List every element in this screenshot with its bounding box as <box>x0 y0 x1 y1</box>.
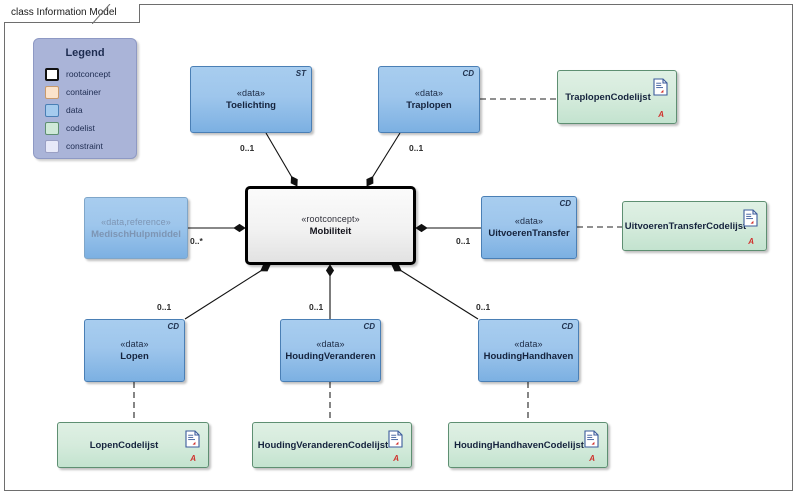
legend-swatch-codelist <box>45 122 59 135</box>
multiplicity-label-m-traplopen: 0..1 <box>409 143 424 153</box>
node-name: Traplopen <box>406 100 452 111</box>
node-name: MedischHulpmiddel <box>91 228 181 240</box>
legend-swatch-constraint <box>45 140 59 153</box>
node-stereotype: «rootconcept» <box>301 214 360 224</box>
document-icon <box>584 430 599 448</box>
node-stereotype: «data» <box>514 216 544 226</box>
legend-item-container: container <box>45 84 136 101</box>
multiplicity-label-m-lopen: 0..1 <box>157 302 172 312</box>
frame-tab-corner-icon <box>92 4 111 24</box>
node-name: Lopen <box>120 351 149 362</box>
node-name: HoudingVeranderenCodelijst <box>257 439 389 451</box>
multiplicity-label-m-houdinghandhaven: 0..1 <box>476 302 491 312</box>
node-name: UitvoerenTransfer <box>488 228 570 239</box>
abstract-marker-icon: A <box>589 454 595 463</box>
class-node-houdingveranderen[interactable]: CD «data» HoudingVeranderen <box>280 319 381 382</box>
node-name: HoudingVeranderen <box>285 351 376 362</box>
diagram-frame-tab: class Information Model <box>4 4 140 23</box>
legend-item-constraint: constraint <box>45 138 136 155</box>
document-icon <box>185 430 200 448</box>
node-corner-tag: CD <box>462 69 474 78</box>
legend-item-codelist: codelist <box>45 120 136 137</box>
node-name: Toelichting <box>226 100 276 111</box>
legend-items: rootconcept container data codelist constrai… <box>45 66 136 155</box>
document-icon <box>743 209 758 227</box>
legend-label: data <box>66 105 83 115</box>
abstract-marker-icon: A <box>658 110 664 119</box>
legend-swatch-rootconcept <box>45 68 59 81</box>
node-corner-tag: CD <box>561 322 573 331</box>
class-node-mobiliteit[interactable]: «rootconcept» Mobiliteit <box>245 186 416 265</box>
node-corner-tag: CD <box>363 322 375 331</box>
multiplicity-label-m-uitvoerentransfer: 0..1 <box>456 236 471 246</box>
node-name: Mobiliteit <box>309 226 352 237</box>
node-corner-tag: ST <box>295 69 306 78</box>
node-name: TraplopenCodelijst <box>565 91 651 103</box>
multiplicity-label-m-toelichting: 0..1 <box>240 143 255 153</box>
class-node-toelichting[interactable]: ST «data» Toelichting <box>190 66 312 133</box>
node-stereotype: «data» <box>316 339 345 349</box>
document-icon <box>388 430 403 448</box>
legend-panel: Legend rootconcept container data codelist c… <box>33 38 137 159</box>
legend-title: Legend <box>65 47 105 59</box>
legend-item-rootconcept: rootconcept <box>45 66 136 83</box>
legend-label: rootconcept <box>66 69 111 79</box>
legend-swatch-container <box>45 86 59 99</box>
diagram-title: class Information Model <box>11 7 117 18</box>
class-node-medischhulpmiddel[interactable]: «data,reference»MedischHulpmiddel <box>84 197 188 259</box>
class-node-houdinghandhaven[interactable]: CD «data» HoudingHandhaven <box>478 319 579 382</box>
node-stereotype: «data» <box>514 339 543 349</box>
abstract-marker-icon: A <box>393 454 399 463</box>
node-name: LopenCodelijst <box>89 439 159 451</box>
legend-label: constraint <box>66 141 103 151</box>
node-stereotype: «data» <box>120 339 149 349</box>
node-corner-tag: CD <box>559 199 571 208</box>
multiplicity-label-m-medischhulpmiddel: 0..* <box>190 236 203 246</box>
legend-swatch-data <box>45 104 59 117</box>
legend-label: container <box>66 87 101 97</box>
class-node-traplopen[interactable]: CD «data» Traplopen <box>378 66 480 133</box>
legend-label: codelist <box>66 123 95 133</box>
node-name: HoudingHandhaven <box>483 351 574 362</box>
multiplicity-label-m-houdingveranderen: 0..1 <box>309 302 324 312</box>
class-node-lopen[interactable]: CD «data» Lopen <box>84 319 185 382</box>
abstract-marker-icon: A <box>748 237 754 246</box>
class-node-uitvoerentransfer[interactable]: CD «data» UitvoerenTransfer <box>481 196 577 259</box>
document-icon <box>653 78 668 96</box>
node-stereotype: «data,reference» <box>101 216 171 227</box>
node-stereotype: «data» <box>236 88 266 98</box>
node-corner-tag: CD <box>167 322 179 331</box>
abstract-marker-icon: A <box>190 454 196 463</box>
node-name: UitvoerenTransferCodelijst <box>624 220 747 232</box>
node-name: HoudingHandhavenCodelijst <box>454 439 584 451</box>
legend-item-data: data <box>45 102 136 119</box>
node-stereotype: «data» <box>414 88 444 98</box>
